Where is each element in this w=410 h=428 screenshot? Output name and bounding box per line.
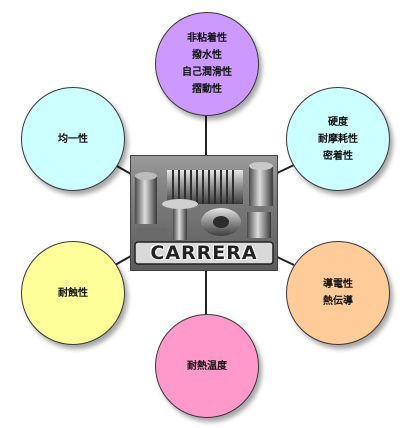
node-line: 非粘着性 [187,33,227,44]
carrera-logo: CARRERA [150,242,258,264]
property-node-lower-right: 導電性 熱伝導 [286,241,390,345]
node-line: 密着性 [323,150,353,162]
connector-lower-right [274,255,295,266]
connector-upper-left [114,164,132,175]
node-line: 導電性 [323,279,353,290]
node-line: 耐蝕性 [58,287,88,299]
node-line: 摺動性 [192,84,222,95]
node-line: 耐熱温度 [187,360,227,372]
metal-parts-illustration [134,162,274,265]
node-line: 耐摩耗性 [318,133,358,145]
property-node-lower-left: 耐蝕性 [21,241,125,345]
property-node-top: 非粘着性 撥水性 自己潤滑性 摺動性 [155,12,259,116]
property-node-upper-left: 均一性 [21,87,125,191]
node-line: 熱伝導 [323,296,353,307]
property-node-upper-right: 硬度 耐摩耗性 密着性 [286,87,390,191]
node-line: 撥水性 [192,50,222,61]
node-line: 均一性 [58,133,88,145]
property-node-bottom: 耐熱温度 [155,314,259,418]
node-line: 硬度 [328,116,348,128]
connector-lower-left [114,255,132,266]
center-product-photo: CARRERA [130,155,278,271]
node-line: 自己潤滑性 [182,67,232,78]
connector-upper-right [274,164,295,175]
